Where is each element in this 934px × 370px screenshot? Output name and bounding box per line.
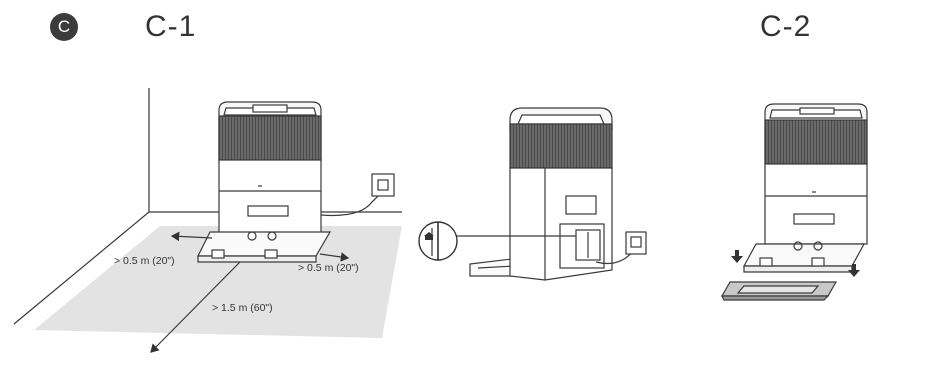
front-clearance-label: > 1.5 m (60") bbox=[212, 302, 273, 314]
c1-rear-view bbox=[454, 108, 634, 280]
c2-base-pad bbox=[722, 282, 836, 300]
right-clearance-label: > 0.5 m (20") bbox=[298, 262, 359, 274]
power-outlet-icon bbox=[372, 174, 394, 196]
power-plug-icon bbox=[419, 222, 457, 260]
c1-scene bbox=[14, 88, 402, 352]
c2-dock-station bbox=[744, 104, 867, 272]
down-arrow-icon bbox=[731, 250, 743, 263]
left-clearance-label: > 0.5 m (20") bbox=[114, 255, 175, 267]
power-outlet-icon bbox=[626, 232, 646, 254]
